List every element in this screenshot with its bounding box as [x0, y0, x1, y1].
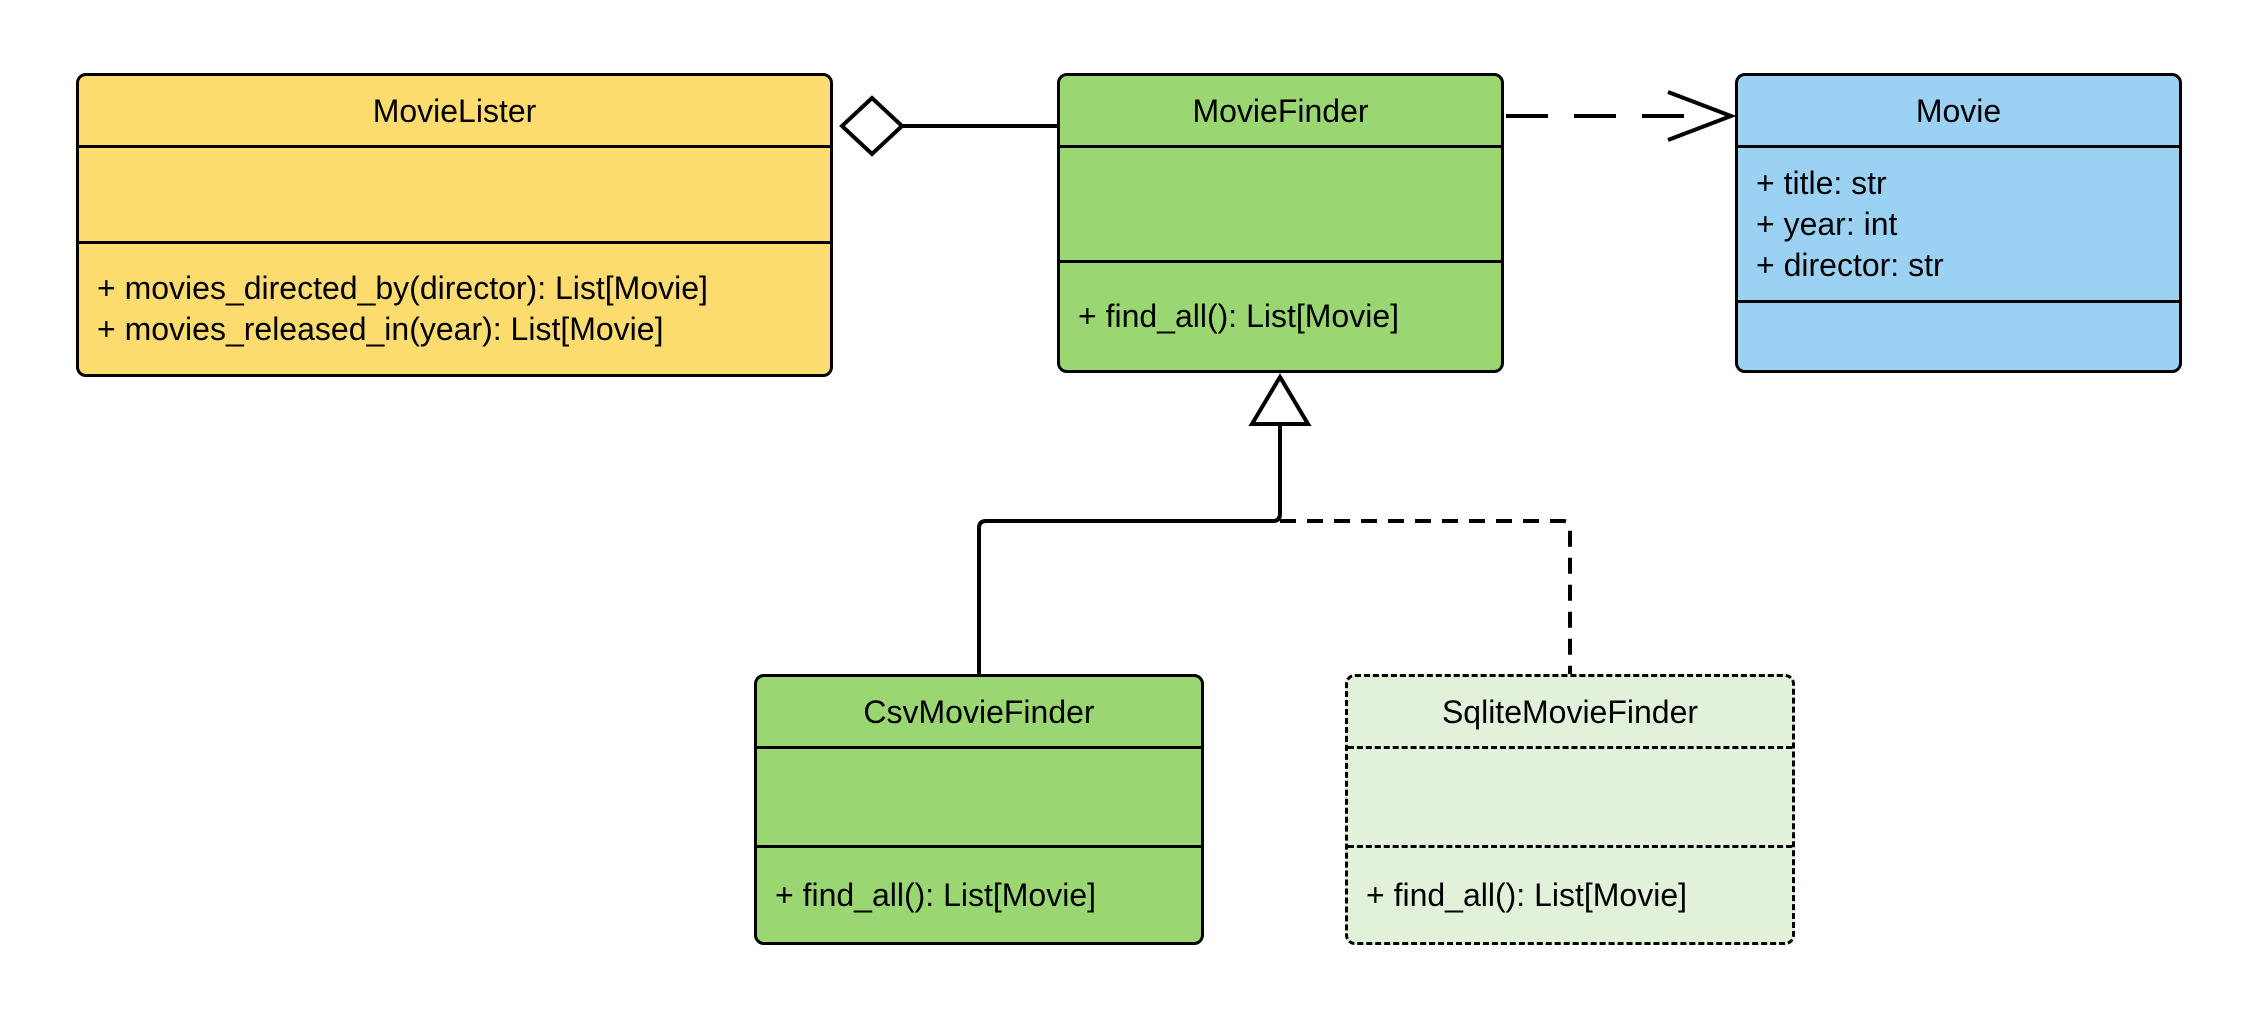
attributes-compartment [1060, 145, 1501, 260]
method-item: + movies_directed_by(director): List[Mov… [97, 270, 708, 306]
attribute-item: + title: str [1756, 164, 1887, 201]
attributes-compartment [1348, 746, 1792, 845]
method-item: + find_all(): List[Movie] [1078, 298, 1400, 334]
class-title: SqliteMovieFinder [1441, 693, 1699, 730]
class-title: MovieLister [372, 92, 537, 129]
methods-compartment: + find_all(): List[Movie] [1348, 845, 1792, 942]
class-movie: Movie + title: str + year: int + directo… [1735, 73, 2182, 373]
class-title: CsvMovieFinder [863, 693, 1095, 730]
generalization-triangle-icon [1248, 373, 1312, 426]
methods-compartment [1738, 300, 2179, 370]
generalization-line-csv [977, 424, 1282, 677]
attribute-item: + director: str [1756, 246, 1944, 283]
class-sqlitemoviefinder: SqliteMovieFinder + find_all(): List[Mov… [1345, 674, 1795, 945]
method-item: + find_all(): List[Movie] [1366, 876, 1688, 913]
dependency-open-arrow-icon [1667, 90, 1737, 142]
methods-compartment: + find_all(): List[Movie] [1060, 260, 1501, 370]
method-item: + movies_released_in(year): List[Movie] [97, 311, 664, 347]
attributes-compartment: + title: str + year: int + director: str [1738, 145, 2179, 300]
class-moviefinder: MovieFinder + find_all(): List[Movie] [1057, 73, 1504, 373]
method-item: + find_all(): List[Movie] [775, 876, 1097, 913]
attribute-item: + year: int [1756, 205, 1898, 242]
methods-compartment: + movies_directed_by(director): List[Mov… [79, 241, 830, 374]
class-movielister: MovieLister + movies_directed_by(directo… [76, 73, 833, 377]
aggregation-diamond-icon [839, 95, 905, 157]
generalization-line-sqlite [1280, 519, 1572, 677]
class-csvmoviefinder: CsvMovieFinder + find_all(): List[Movie] [754, 674, 1204, 945]
class-title: Movie [1915, 92, 2002, 129]
methods-compartment: + find_all(): List[Movie] [757, 845, 1201, 942]
class-title: MovieFinder [1192, 92, 1369, 129]
attributes-compartment [757, 746, 1201, 845]
attributes-compartment [79, 145, 830, 241]
